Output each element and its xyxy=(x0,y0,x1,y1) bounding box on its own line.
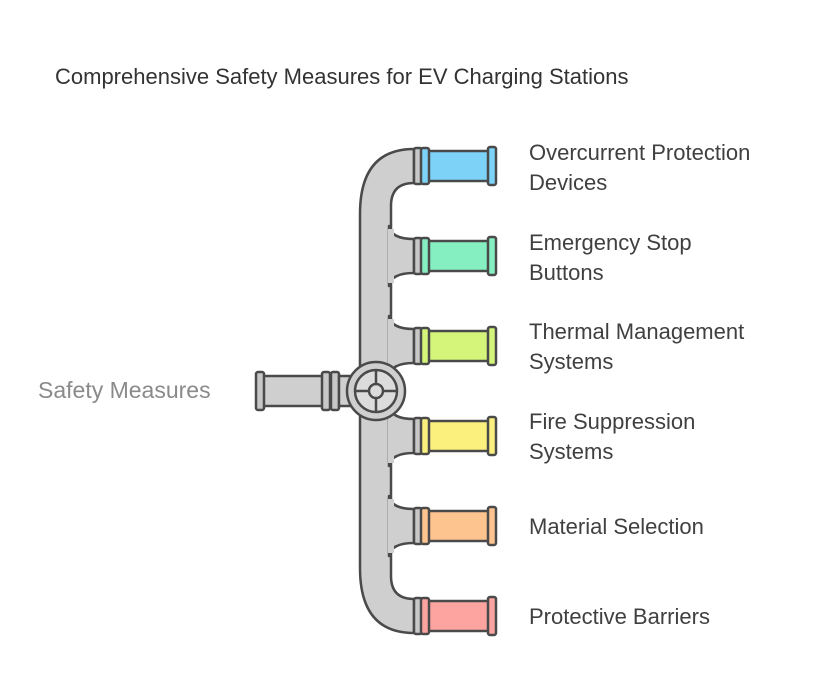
diagram-title: Comprehensive Safety Measures for EV Cha… xyxy=(55,64,629,89)
branch-flange-b-5 xyxy=(419,596,431,636)
valve-hub xyxy=(367,382,385,400)
pipe-branches xyxy=(412,145,498,637)
valve-icon xyxy=(345,360,407,422)
branch-end-cap-2 xyxy=(486,325,498,367)
branch-end-cap-5 xyxy=(486,595,498,637)
branch-flange-b-1 xyxy=(419,236,431,276)
branch-pipe-0 xyxy=(424,149,492,183)
branch-flange-b-3 xyxy=(419,416,431,456)
branch-pipe-2 xyxy=(424,329,492,363)
item-label-5: Protective Barriers xyxy=(529,604,710,629)
item-label-4: Material Selection xyxy=(529,514,704,539)
branch-flange-b-2 xyxy=(419,326,431,366)
input-flange-1 xyxy=(320,370,332,412)
joint-fill-1 xyxy=(388,229,394,283)
branch-flange-b-4 xyxy=(419,506,431,546)
branch-pipe-5 xyxy=(424,599,492,633)
input-end-cap xyxy=(254,370,266,412)
branch-pipe-4 xyxy=(424,509,492,543)
joint-fill-4 xyxy=(388,499,394,553)
branch-flange-b-0 xyxy=(419,146,431,186)
source-label: Safety Measures xyxy=(38,377,211,403)
branch-pipe-1 xyxy=(424,239,492,273)
branch-pipe-3 xyxy=(424,419,492,453)
joint-fill-2 xyxy=(388,319,394,373)
joint-fill-3 xyxy=(388,409,394,463)
branch-end-cap-1 xyxy=(486,235,498,277)
branch-end-cap-0 xyxy=(486,145,498,187)
input-pipe xyxy=(260,374,330,408)
branch-end-cap-3 xyxy=(486,415,498,457)
branch-end-cap-4 xyxy=(486,505,498,547)
